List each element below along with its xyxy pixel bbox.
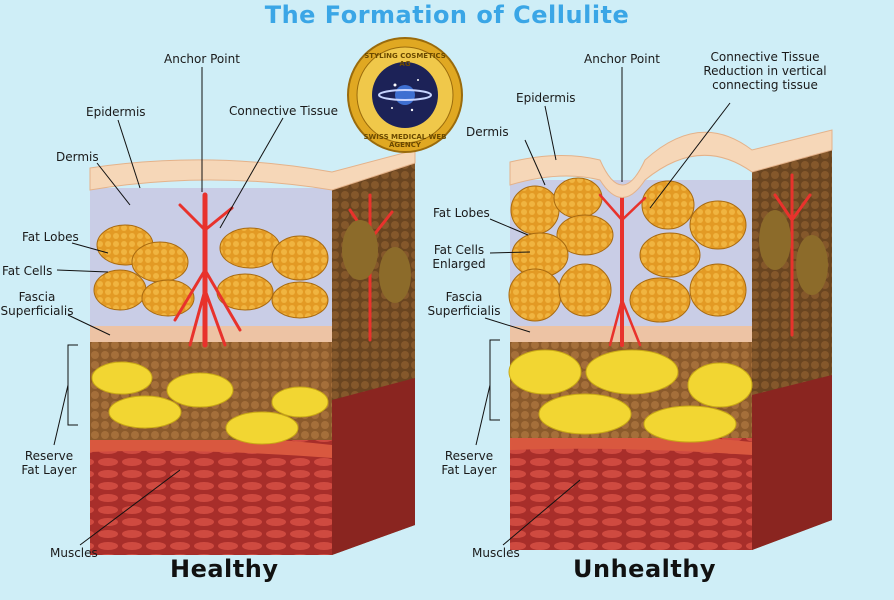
unhealthy-epidermis-layer	[509, 129, 833, 198]
label-muscles-unhealthy: Muscles	[472, 546, 520, 560]
label-fascia-unhealthy: Fascia Superficialis	[425, 290, 503, 318]
reserve-fat-cell	[585, 349, 679, 395]
label-dermis-healthy: Dermis	[56, 150, 99, 164]
healthy-muscle-layer	[90, 440, 332, 555]
reserve-fat-cell	[508, 349, 582, 395]
unhealthy-muscle-layer	[510, 438, 752, 550]
label-fat-cells-unhealthy-line2: Enlarged	[432, 257, 486, 271]
leader-lines	[53, 67, 731, 546]
fat-lobe	[556, 214, 614, 256]
label-reserve-unhealthy: Reserve Fat Layer	[432, 449, 506, 477]
fat-lobe	[689, 263, 747, 317]
fat-lobe	[689, 200, 747, 250]
healthy-epidermis-layer	[89, 149, 416, 191]
label-fascia-unhealthy-line1: Fascia	[445, 290, 483, 304]
label-dermis-unhealthy: Dermis	[466, 125, 509, 139]
healthy-connective-tissue	[173, 192, 394, 348]
reserve-fat-cell	[538, 393, 632, 435]
reserve-fat-cell	[271, 386, 329, 418]
label-ct-unhealthy-line1: Connective Tissue	[710, 50, 820, 64]
caption-healthy: Healthy	[170, 555, 279, 583]
label-fascia-healthy-line1: Fascia	[18, 290, 56, 304]
fat-lobe	[508, 268, 562, 322]
healthy-fascia-layer	[90, 325, 332, 342]
reserve-fat-cell	[108, 395, 182, 429]
label-fascia-healthy-line2: Superficialis	[0, 304, 74, 318]
label-muscles-healthy: Muscles	[50, 546, 98, 560]
label-reserve-unhealthy-line2: Fat Layer	[441, 463, 497, 477]
badge-text-top: STYLING COSMETICS AG	[364, 52, 446, 68]
label-anchor-point-healthy: Anchor Point	[164, 52, 240, 66]
reserve-fat-cell	[166, 372, 234, 408]
label-epidermis-healthy: Epidermis	[86, 105, 146, 119]
label-fat-lobes-unhealthy: Fat Lobes	[433, 206, 490, 220]
label-fat-lobes-healthy: Fat Lobes	[22, 230, 79, 244]
fat-lobe	[510, 185, 560, 235]
reserve-fat-cell	[643, 405, 737, 443]
planet-icon	[378, 89, 432, 101]
reserve-fat-cell	[225, 411, 299, 445]
fat-lobe	[558, 263, 612, 317]
label-reserve-unhealthy-line1: Reserve	[444, 449, 494, 463]
label-ct-unhealthy-line3: connecting tissue	[712, 78, 818, 92]
label-reserve-healthy-line1: Reserve	[24, 449, 74, 463]
healthy-block	[89, 149, 416, 555]
label-connective-tissue-healthy: Connective Tissue	[229, 104, 339, 118]
label-reserve-healthy-line2: Fat Layer	[21, 463, 77, 477]
label-fascia-unhealthy-line2: Superficialis	[427, 304, 501, 318]
label-fat-cells-healthy: Fat Cells	[2, 264, 53, 278]
fat-lobe	[639, 232, 701, 278]
caption-unhealthy: Unhealthy	[573, 555, 717, 583]
agency-badge	[347, 37, 463, 153]
fat-lobe	[553, 177, 603, 219]
unhealthy-connective-tissue	[598, 173, 812, 347]
fat-lobe	[131, 241, 189, 283]
label-anchor-point-unhealthy: Anchor Point	[584, 52, 660, 66]
label-fascia-healthy: Fascia Superficialis	[0, 290, 74, 318]
label-ct-unhealthy-line2: Reduction in vertical	[703, 64, 827, 78]
unhealthy-block	[508, 129, 833, 550]
fat-lobe	[141, 279, 195, 317]
fat-lobe	[271, 235, 329, 281]
label-reserve-healthy: Reserve Fat Layer	[12, 449, 86, 477]
fat-lobe	[93, 269, 147, 311]
reserve-fat-cell	[687, 362, 753, 408]
label-fat-cells-unhealthy-line1: Fat Cells	[433, 243, 485, 257]
fat-lobe	[219, 227, 281, 269]
badge-text-bottom: SWISS MEDICAL WEB AGENCY	[363, 133, 447, 149]
fat-lobe	[629, 277, 691, 323]
page-title: The Formation of Cellulite	[264, 1, 630, 29]
label-fat-cells-unhealthy: Fat Cells Enlarged	[424, 243, 494, 271]
fat-lobe	[641, 180, 695, 230]
label-epidermis-unhealthy: Epidermis	[516, 91, 576, 105]
reserve-fat-cell	[91, 361, 153, 395]
fat-lobe	[271, 281, 329, 319]
unhealthy-fascia-layer	[510, 325, 752, 342]
label-connective-tissue-unhealthy: Connective Tissue Reduction in vertical …	[690, 50, 840, 92]
